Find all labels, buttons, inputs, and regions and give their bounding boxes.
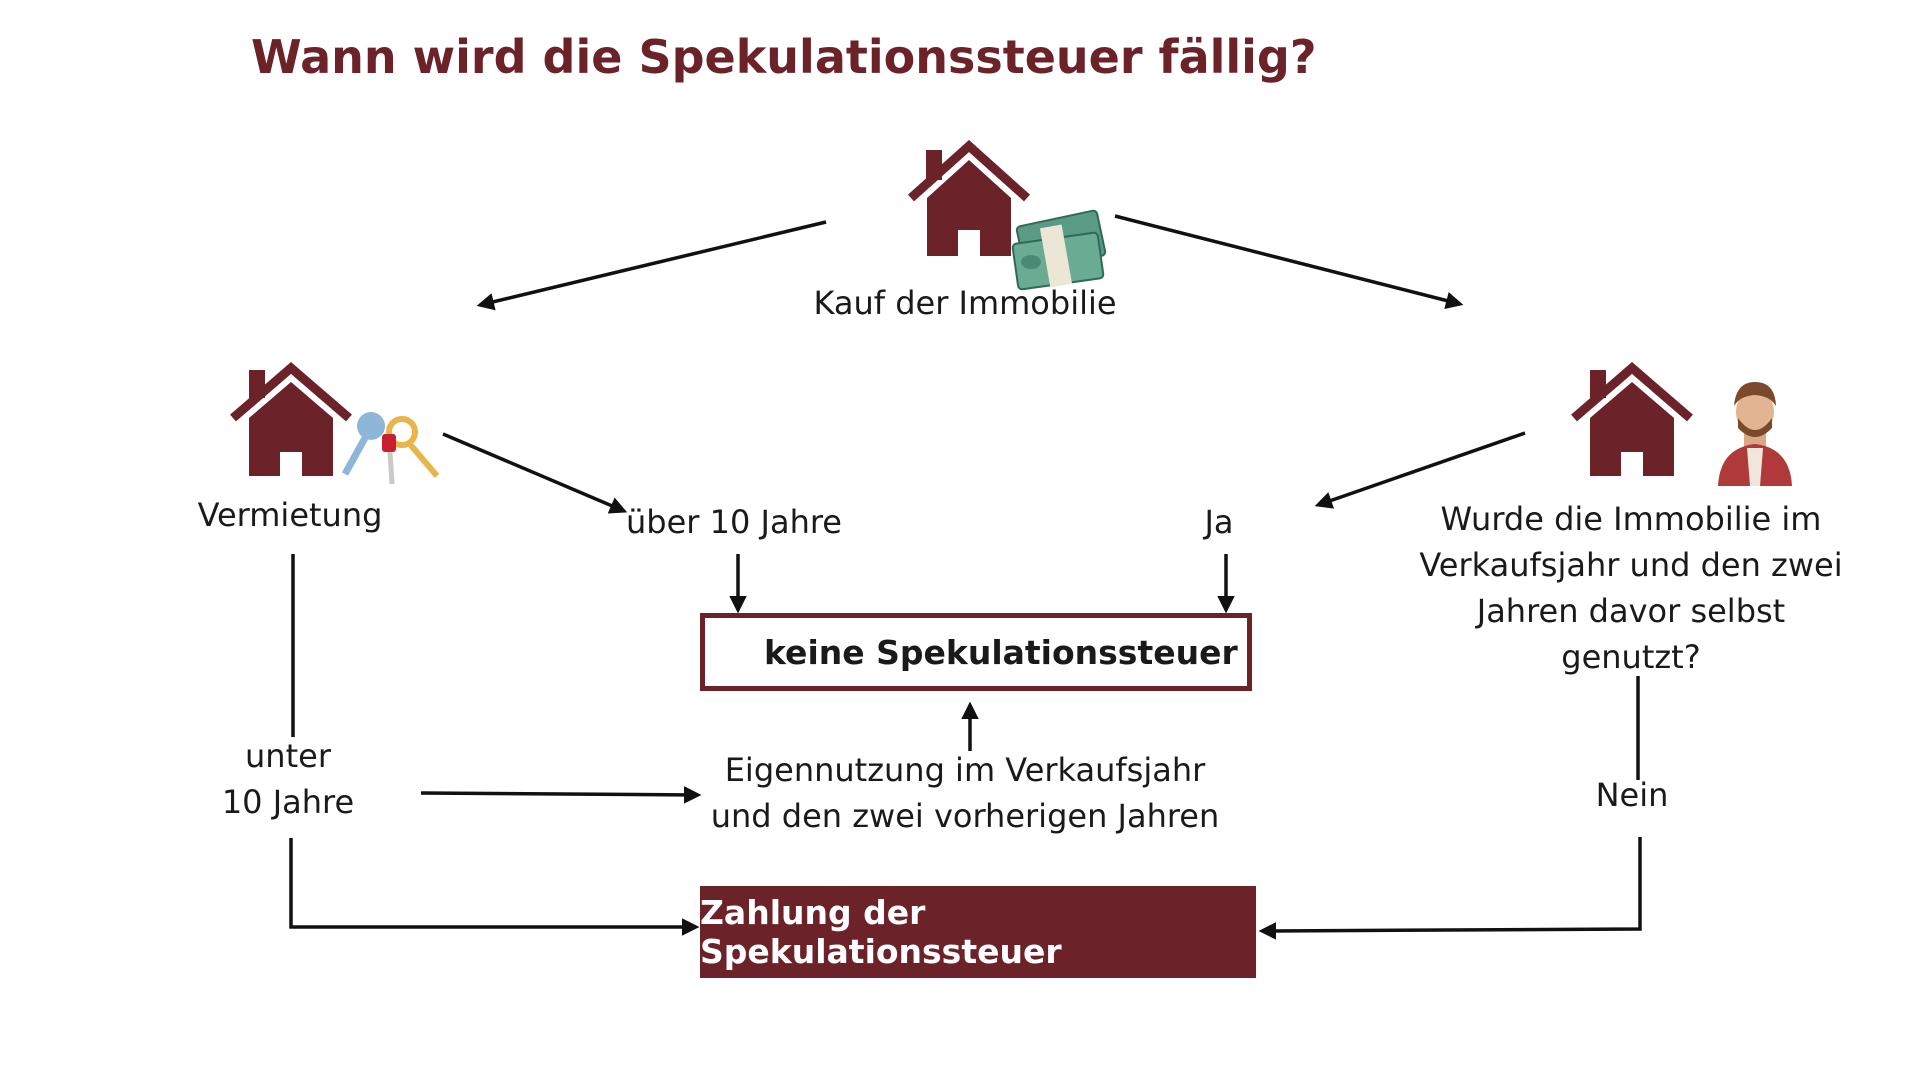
label-vermietung: Vermietung (197, 496, 383, 534)
money-icon (1011, 209, 1107, 291)
house-person-illustration (1571, 362, 1792, 486)
label-kauf: Kauf der Immobilie (813, 284, 1117, 322)
keine-label: keine Spekulationssteuer (764, 632, 1238, 672)
house-icon (907, 140, 1031, 256)
label-nein: Nein (1595, 776, 1669, 814)
arrow-vermietung-to-ueber10 (442, 432, 628, 514)
house-money-illustration (907, 140, 1107, 291)
keys-icon (341, 412, 440, 485)
label-ueber-10-jahre: über 10 Jahre (626, 503, 842, 541)
box-zahlung-der-spekulationssteuer: Zahlung der Spekulationssteuer (700, 886, 1256, 978)
person-icon (1718, 382, 1792, 486)
box-keine-spekulationssteuer: keine Spekulationssteuer (700, 613, 1252, 691)
zahlung-label: Zahlung der Spekulationssteuer (700, 893, 1062, 971)
label-selbst-genutzt-frage: Wurde die Immobilie im Verkaufsjahr und … (1419, 500, 1843, 676)
house-keys-illustration (230, 362, 440, 485)
arrow-nein-to-zahlung (1258, 837, 1642, 940)
arrow-unter-to-zahlung (289, 838, 700, 936)
arrow-kauf-to-vermietung (476, 220, 827, 311)
arrow-selbst-to-ja (1314, 431, 1526, 509)
arrow-kauf-to-selbst (1114, 214, 1464, 310)
house-icon (1571, 362, 1693, 476)
arrow-unter-to-eigennutzung (420, 786, 702, 804)
label-unter-10-jahre: unter 10 Jahre (221, 737, 355, 821)
label-ja: Ja (1204, 503, 1234, 541)
page-title: Wann wird die Spekulationssteuer fällig? (251, 30, 1317, 84)
house-icon (230, 362, 352, 476)
label-eigennutzung: Eigennutzung im Verkaufsjahr und den zwe… (710, 751, 1220, 835)
